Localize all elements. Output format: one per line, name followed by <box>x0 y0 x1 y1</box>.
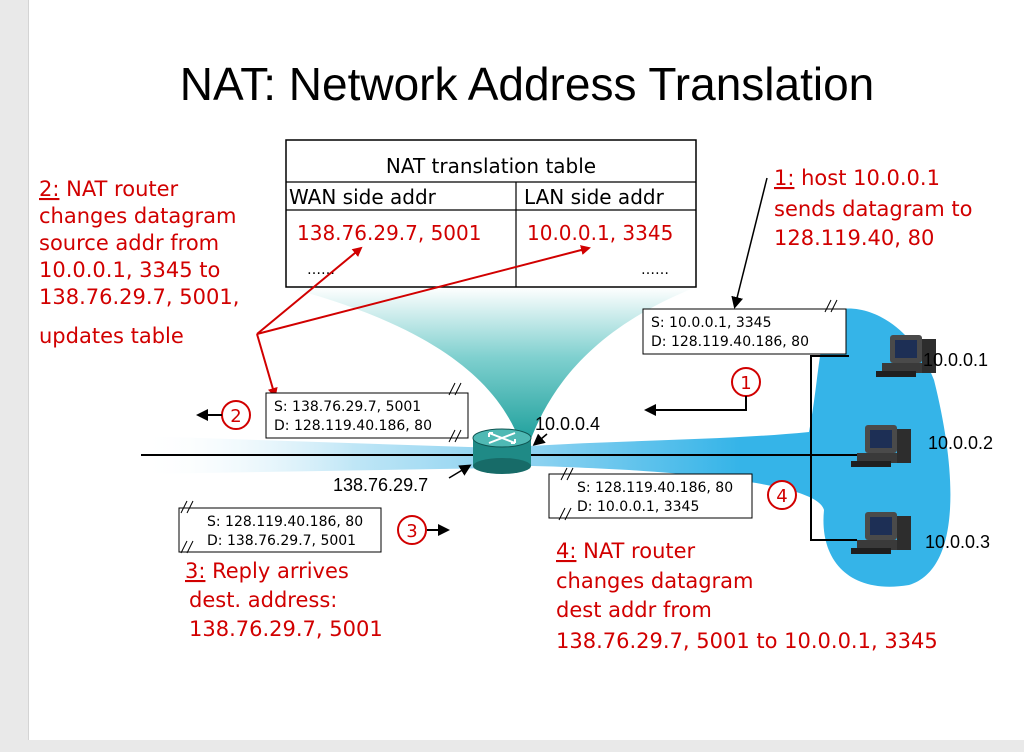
step2-line1: 2: NAT router <box>39 177 179 201</box>
step1-line3: 128.119.40, 80 <box>774 226 934 250</box>
table-cell-lan: 10.0.0.1, 3345 <box>527 221 673 245</box>
packet2-dst: D: 128.119.40.186, 80 <box>274 418 432 434</box>
lan-cloud <box>529 308 951 587</box>
packet-2: S: 138.76.29.7, 5001 D: 128.119.40.186, … <box>265 382 469 443</box>
packet-1: S: 10.0.0.1, 3345 D: 128.119.40.186, 80 <box>642 299 847 355</box>
slide: NAT: Network Address Translation NAT tra… <box>28 0 1024 740</box>
step2-line4: 10.0.0.1, 3345 to <box>39 258 220 282</box>
step2-number: 2 <box>230 406 241 427</box>
step2-arrow-packet <box>256 333 278 398</box>
computer-icon-host2 <box>851 425 911 467</box>
packet1-dst: D: 128.119.40.186, 80 <box>651 334 809 350</box>
step4-badge <box>767 480 797 510</box>
packet3-src: S: 128.119.40.186, 80 <box>207 514 363 530</box>
step1-number: 1 <box>740 373 751 394</box>
lan-branch-host1 <box>810 355 849 455</box>
table-ellipsis-lan: …… <box>641 262 669 278</box>
table-col-wan: WAN side addr <box>289 185 437 209</box>
step3-badge <box>397 515 427 545</box>
table-cell-wan: 138.76.29.7, 5001 <box>297 221 481 245</box>
step1-line1: 1: host 10.0.0.1 <box>774 166 940 190</box>
host1-address: 10.0.0.1 <box>923 350 988 370</box>
step1-annotation: 1: host 10.0.0.1 sends datagram to 128.1… <box>774 166 972 250</box>
packet4-dst: D: 10.0.0.1, 3345 <box>577 499 699 515</box>
nat-translation-table: NAT translation table WAN side addr LAN … <box>285 139 697 288</box>
step2-line6: updates table <box>39 324 184 348</box>
step4-line2: changes datagram <box>556 569 754 593</box>
packet-4: S: 128.119.40.186, 80 D: 10.0.0.1, 3345 <box>548 467 753 521</box>
step4-line1: 4: NAT router <box>556 539 696 563</box>
packet4-src: S: 128.119.40.186, 80 <box>577 480 733 496</box>
computer-icon-host3 <box>851 512 911 554</box>
router-icon <box>472 428 532 474</box>
page-title: NAT: Network Address Translation <box>180 58 875 110</box>
step3-line3: 138.76.29.7, 5001 <box>189 617 383 641</box>
nat-diagram: NAT: Network Address Translation NAT tra… <box>39 58 993 653</box>
packet2-src: S: 138.76.29.7, 5001 <box>274 399 421 415</box>
step4-line4: 138.76.29.7, 5001 to 10.0.0.1, 3345 <box>556 629 938 653</box>
step1-line2: sends datagram to <box>774 197 972 221</box>
host2-address: 10.0.0.2 <box>928 433 993 453</box>
step2-arrow-lan <box>256 245 591 335</box>
router-lan-address: 10.0.0.4 <box>535 414 600 434</box>
step1-flow-arrow <box>644 396 747 416</box>
table-col-lan: LAN side addr <box>524 185 665 209</box>
step2-line2: changes datagram <box>39 204 237 228</box>
host3-address: 10.0.0.3 <box>925 532 990 552</box>
router-wan-address: 138.76.29.7 <box>333 475 428 495</box>
step3-number: 3 <box>406 521 417 542</box>
table-ellipsis-wan: …… <box>307 262 335 278</box>
packet-3: S: 128.119.40.186, 80 D: 138.76.29.7, 50… <box>178 500 382 554</box>
lan-branch-host3 <box>810 455 857 541</box>
router-lan-pointer <box>532 433 548 446</box>
step2-annotation: 2: NAT router changes datagram source ad… <box>39 177 239 348</box>
translation-funnel <box>286 287 696 444</box>
router-wan-pointer <box>448 464 472 479</box>
packet3-dst: D: 138.76.29.7, 5001 <box>207 533 356 549</box>
step4-annotation: 4: NAT router changes datagram dest addr… <box>556 539 938 653</box>
step2-arrow-wan <box>256 246 363 335</box>
packet1-src: S: 10.0.0.1, 3345 <box>651 315 771 331</box>
step2-line3: source addr from <box>39 231 219 255</box>
step3-line1: 3: Reply arrives <box>185 559 349 583</box>
step1-pointer <box>731 177 768 309</box>
step4-number: 4 <box>776 486 787 507</box>
step2-line5: 138.76.29.7, 5001, <box>39 285 239 309</box>
step3-annotation: 3: Reply arrives dest. address: 138.76.2… <box>185 559 383 641</box>
step4-line3: dest addr from <box>556 598 712 622</box>
step3-line2: dest. address: <box>189 588 337 612</box>
computer-icon-host1 <box>876 335 936 377</box>
table-heading: NAT translation table <box>386 154 596 178</box>
